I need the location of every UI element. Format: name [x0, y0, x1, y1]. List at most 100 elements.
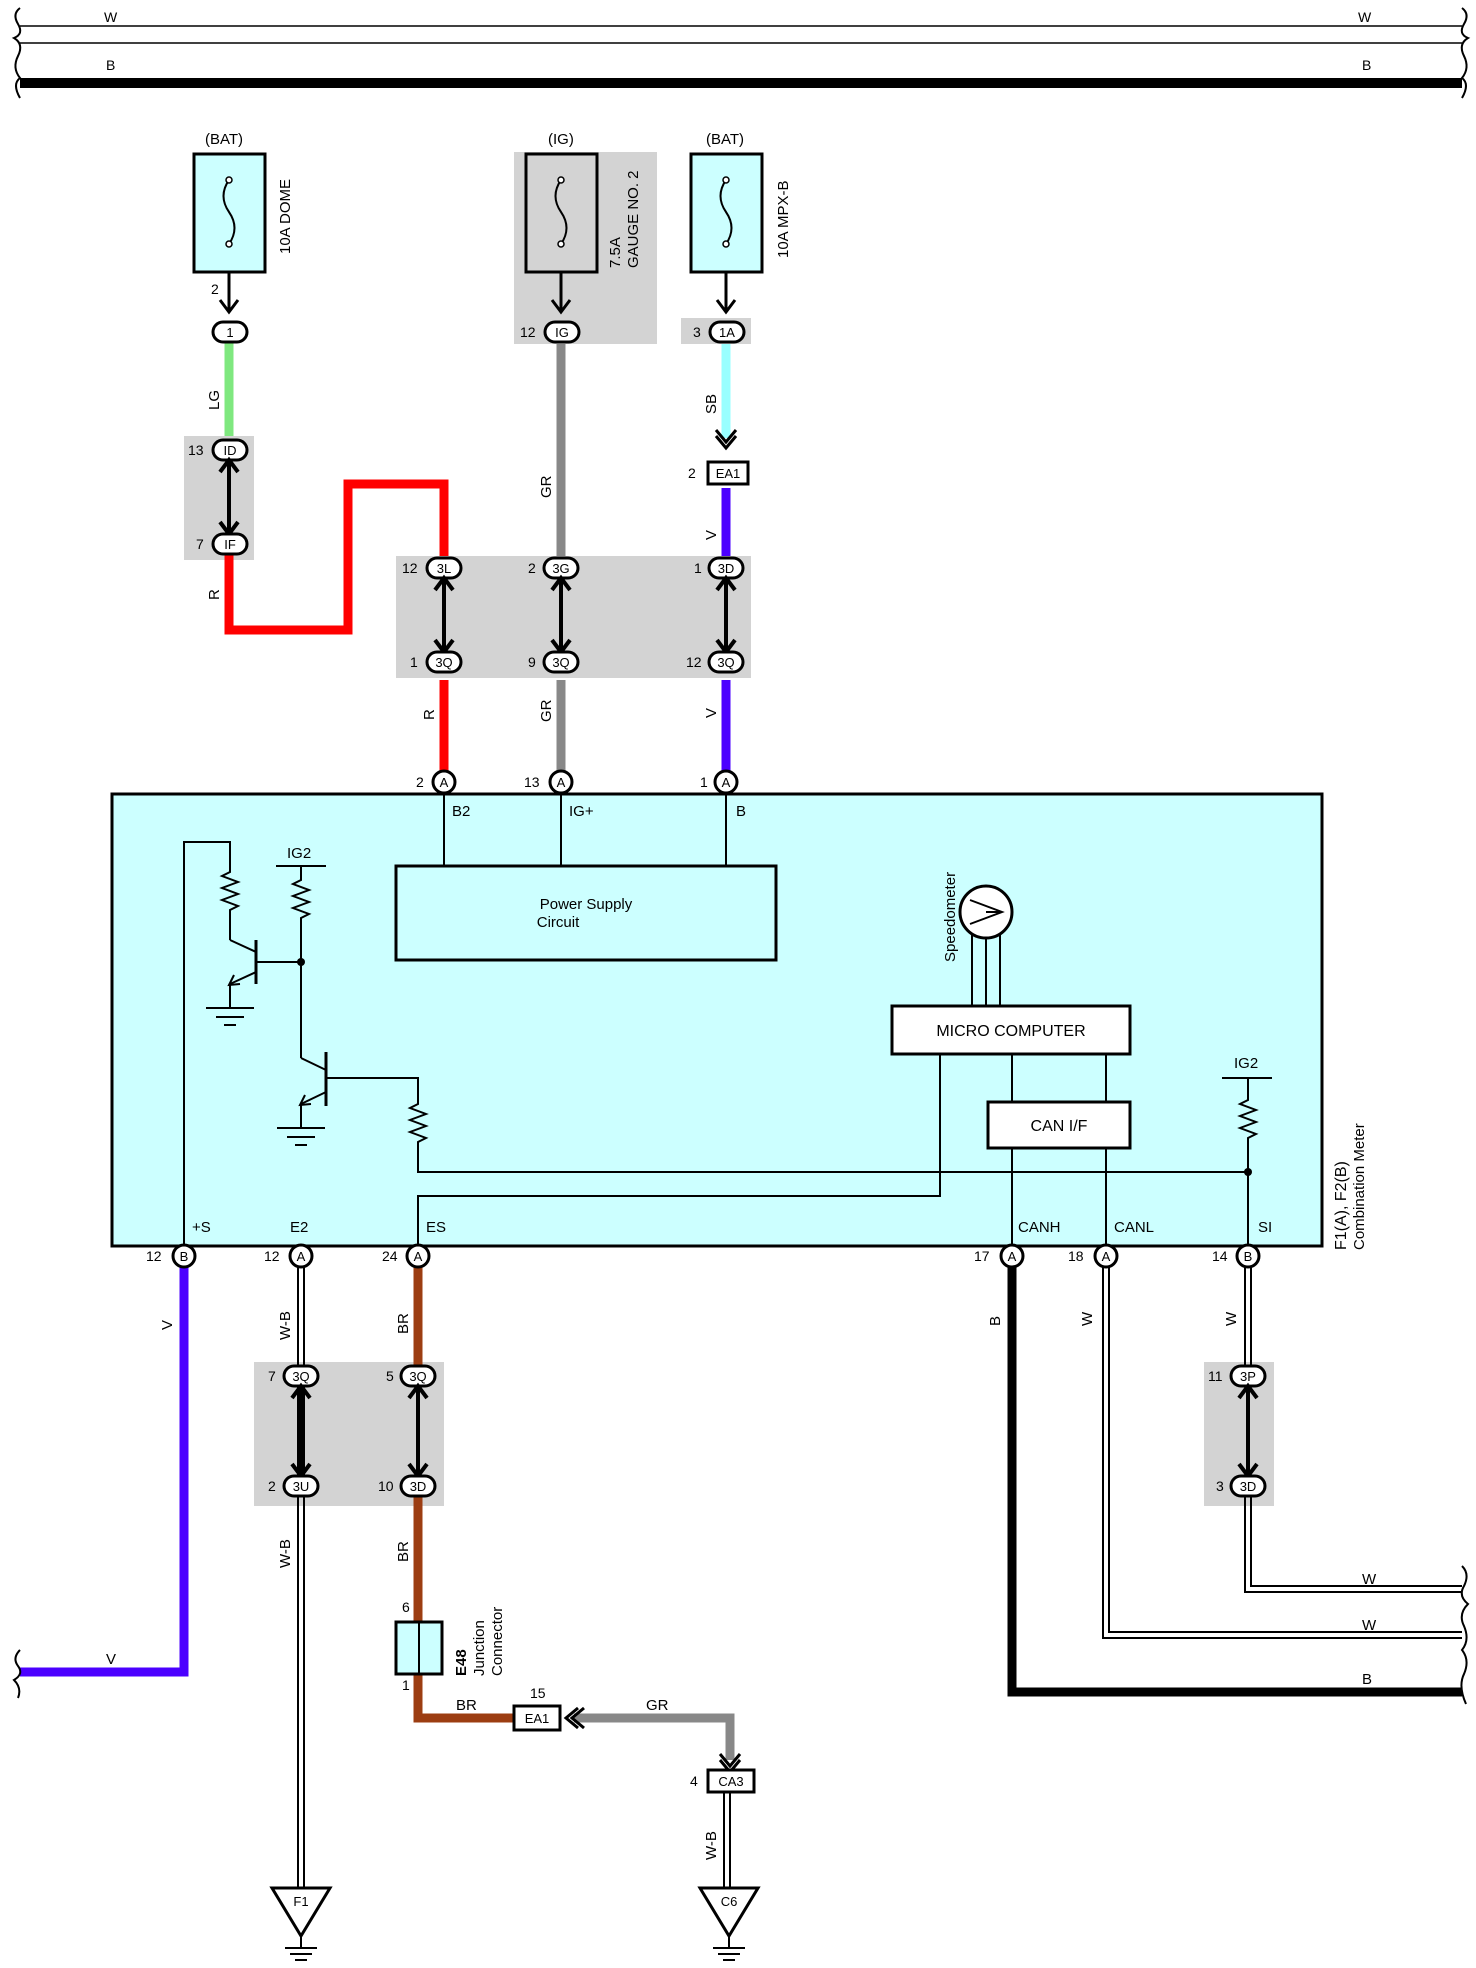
- fuse-mpx-label: 10A MPX-B: [775, 180, 792, 258]
- pin-3q-5: 5: [386, 1368, 394, 1384]
- pin-3p: 11: [1208, 1368, 1223, 1384]
- pin-3q-7: 7: [268, 1368, 276, 1384]
- bus-w-right: W: [1358, 9, 1372, 25]
- term-si: SI: [1258, 1219, 1272, 1236]
- conn-3g: 3G: [552, 561, 569, 576]
- term-e2: E2: [290, 1219, 308, 1236]
- wire-label-w1: W: [1079, 1311, 1096, 1326]
- pin-if: 7: [196, 536, 204, 552]
- pin-3q-c: 12: [686, 654, 702, 670]
- fuse-gauge-supply: (IG): [548, 131, 574, 148]
- fuse-dome-supply: (BAT): [205, 131, 243, 148]
- power-supply-line2: Circuit: [537, 914, 580, 931]
- micro-computer-label: MICRO COMPUTER: [936, 1023, 1085, 1040]
- fuse-dome-label: 10A DOME: [277, 179, 294, 254]
- wire-label-w3: W: [1223, 1311, 1240, 1326]
- wire-label-wb2: W-B: [277, 1539, 294, 1568]
- conn-b14: B: [1244, 1249, 1253, 1264]
- pin-ea1-top: 2: [688, 465, 696, 481]
- pin-3q-b: 9: [528, 654, 536, 670]
- conn-if: IF: [224, 537, 236, 552]
- lower-wires: [12, 1266, 1470, 1888]
- conn-a12: A: [297, 1249, 306, 1264]
- wire-label-gr1: GR: [538, 475, 555, 498]
- pin-3l: 12: [402, 560, 418, 576]
- term-canh: CANH: [1018, 1219, 1061, 1236]
- term-b: B: [736, 803, 746, 820]
- conn-3d-10: 3D: [410, 1479, 427, 1494]
- fuse-dome-pin: 2: [211, 281, 219, 297]
- conn-3d-3: 3D: [1240, 1479, 1257, 1494]
- pin-3g: 2: [528, 560, 536, 576]
- wire-label-r2: R: [421, 709, 438, 720]
- fuse-gauge-rating: 7.5A: [607, 237, 624, 268]
- wire-label-lg: LG: [206, 390, 223, 410]
- pin-1a-3: 3: [693, 324, 701, 340]
- conn-a17: A: [1008, 1249, 1017, 1264]
- pin-a17: 17: [974, 1248, 990, 1264]
- upper-connectors: 1 IG 12 1A 3 ID 13 IF 7 EA1 2 3L 12 3G 2…: [188, 320, 750, 795]
- conn-3q-b: 3Q: [552, 655, 569, 670]
- wire-label-gr2: GR: [538, 699, 555, 722]
- conn-3d: 3D: [718, 561, 735, 576]
- speedometer-label: Speedometer: [942, 872, 959, 962]
- ig2-right: IG2: [1234, 1055, 1258, 1072]
- term-b2: B2: [452, 803, 470, 820]
- conn-3q-c: 3Q: [717, 655, 734, 670]
- pin-a1: 1: [700, 774, 708, 790]
- conn-ig: IG: [555, 325, 569, 340]
- pin-a13: 13: [524, 774, 540, 790]
- pin-a12: 12: [264, 1248, 280, 1264]
- conn-a18: A: [1102, 1249, 1111, 1264]
- fuse-mpx-supply: (BAT): [706, 131, 744, 148]
- conn-a2: A: [440, 775, 449, 790]
- lower-wire-labels: V V W-B W-B BR BR BR GR W-B B B W W W W: [106, 1311, 1377, 1860]
- conn-3l: 3L: [437, 561, 451, 576]
- pin-3d: 1: [694, 560, 702, 576]
- pin-3d-3: 3: [1216, 1478, 1224, 1494]
- bus-b-right: B: [1362, 57, 1371, 73]
- upper-wire-labels: LG R R GR GR SB V V: [206, 390, 720, 722]
- pin-a24: 24: [382, 1248, 398, 1264]
- conn-3p: 3P: [1240, 1369, 1256, 1384]
- wire-label-br3: BR: [456, 1697, 477, 1714]
- wire-label-wb1: W-B: [277, 1311, 294, 1340]
- pin-3u: 2: [268, 1478, 276, 1494]
- bus-b-left: B: [106, 57, 115, 73]
- pin-b14: 14: [1212, 1248, 1228, 1264]
- conn-a1: A: [722, 775, 731, 790]
- conn-3q-7: 3Q: [292, 1369, 309, 1384]
- can-if-label: CAN I/F: [1031, 1118, 1088, 1135]
- conn-3u: 3U: [293, 1479, 310, 1494]
- upper-wires: [224, 342, 731, 772]
- conn-1a: 1A: [719, 325, 735, 340]
- lower-connectors: B 12 A 12 A 24 A 17 A 18 B 14 3Q 7 3Q 5 …: [146, 1243, 1267, 1794]
- wire-label-br1: BR: [395, 1313, 412, 1334]
- conn-ea1-bot: EA1: [525, 1711, 550, 1726]
- top-bus: W W B B: [11, 7, 1471, 99]
- wire-label-b2: B: [1362, 1671, 1372, 1688]
- term-canl: CANL: [1114, 1219, 1154, 1236]
- fuse-gauge: (IG) 7.5A GAUGE NO. 2: [524, 131, 642, 315]
- conn-3q-5: 3Q: [409, 1369, 426, 1384]
- wire-label-sb: SB: [703, 394, 720, 414]
- conn-a24: A: [414, 1249, 423, 1264]
- pin-3q-a: 1: [410, 654, 418, 670]
- pin-b12: 12: [146, 1248, 162, 1264]
- conn-a13: A: [557, 775, 566, 790]
- conn-3q-a: 3Q: [435, 655, 452, 670]
- ig2-left: IG2: [287, 845, 311, 862]
- term-plus-s: +S: [192, 1219, 211, 1236]
- term-es: ES: [426, 1219, 446, 1236]
- wire-label-r1: R: [206, 589, 223, 600]
- wire-label-w2: W: [1362, 1617, 1377, 1634]
- pin-a2: 2: [416, 774, 424, 790]
- bus-w-left: W: [104, 9, 118, 25]
- wire-label-b1: B: [987, 1316, 1004, 1326]
- wire-label-w4: W: [1362, 1571, 1377, 1588]
- junction-name2: Connector: [489, 1607, 506, 1676]
- junction-name1: Junction: [471, 1620, 488, 1676]
- pin-ig-12: 12: [520, 324, 536, 340]
- power-supply-line1: Power Supply: [540, 896, 633, 913]
